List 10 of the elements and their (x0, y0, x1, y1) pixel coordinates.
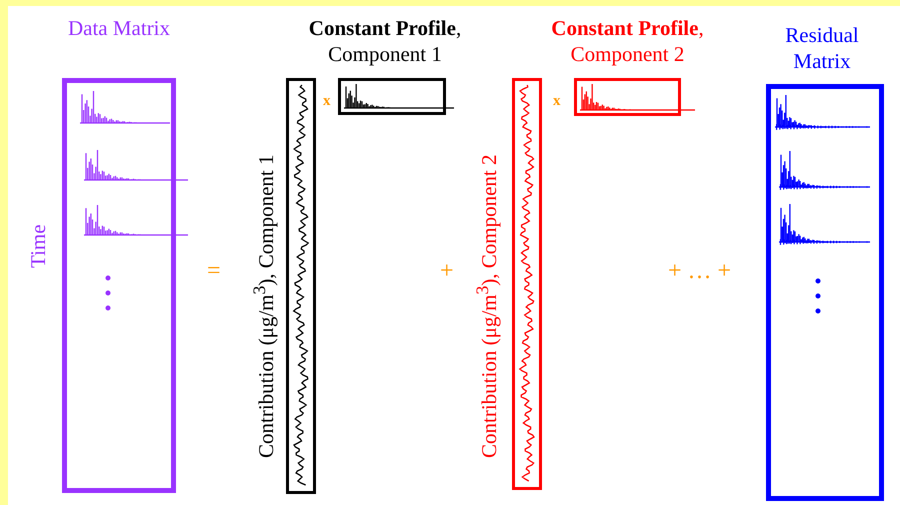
multiply-sign: x (553, 92, 560, 111)
profile-title: Constant Profile, Component 1 (308, 15, 462, 67)
matrix-title: Residual Matrix (784, 22, 860, 74)
plus-sign: + … + (668, 258, 732, 284)
profile-title: Constant Profile, Component 2 (550, 15, 705, 67)
matrix-title: Data Matrix (66, 15, 172, 41)
plus-sign: + (440, 258, 454, 284)
multiply-sign: x (323, 92, 330, 111)
equals-sign: = (207, 258, 221, 284)
axis-label: Time (26, 224, 50, 268)
